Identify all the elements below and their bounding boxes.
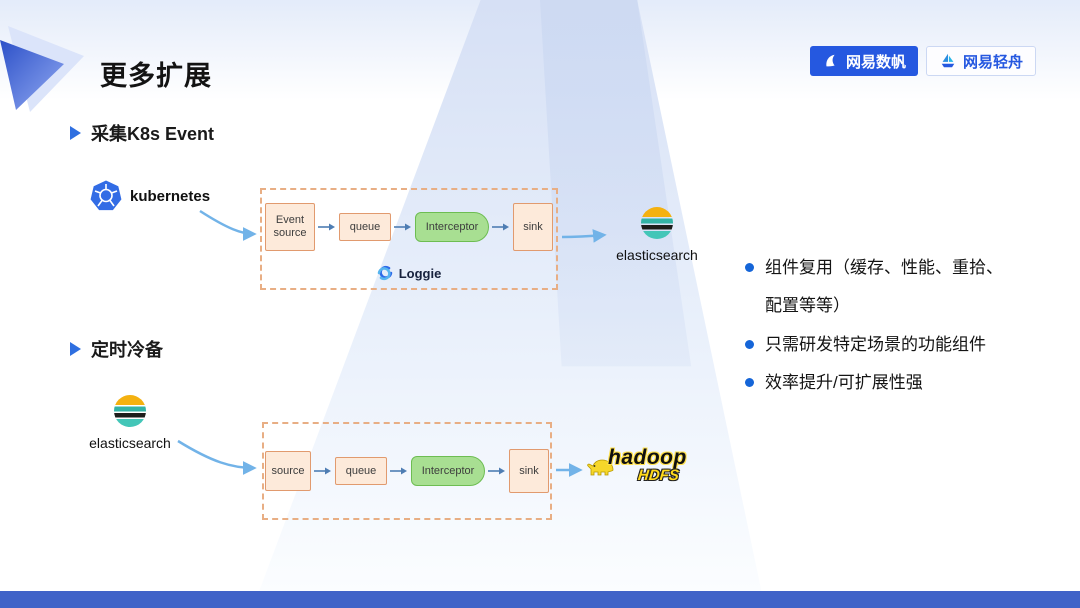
pipeline-box-2: source queue Interceptor sink xyxy=(262,422,552,520)
hadoop-label: hadoop xyxy=(608,446,687,469)
corner-decoration xyxy=(0,26,92,117)
kubernetes-label: kubernetes xyxy=(130,187,211,205)
bottom-bar xyxy=(0,591,1080,608)
flow-arrow-icon xyxy=(488,467,505,475)
hadoop-elephant-icon xyxy=(587,459,614,476)
component-sink: sink xyxy=(513,203,553,251)
elasticsearch-icon xyxy=(641,207,673,239)
component-interceptor: Interceptor xyxy=(411,456,485,486)
section-label-k8s-event: 采集K8s Event xyxy=(70,120,214,146)
triangle-bullet-icon xyxy=(70,126,81,140)
bullet-dot-icon xyxy=(745,339,754,349)
component-sink: sink xyxy=(509,449,549,493)
component-source: source xyxy=(265,451,311,491)
bullet-dot-icon xyxy=(745,263,754,272)
component-interceptor: Interceptor xyxy=(415,212,489,242)
qingzhou-logo-text: 网易轻舟 xyxy=(962,53,1023,71)
section-1-text: 采集K8s Event xyxy=(91,124,215,144)
page-title: 更多扩展 xyxy=(100,61,212,91)
flow-arrow-icon xyxy=(394,223,411,231)
shufan-sail-icon xyxy=(826,54,835,67)
header-logos: 网易数帆 网易轻舟 xyxy=(809,46,1036,76)
loggie-label: Loggie xyxy=(398,265,442,281)
qingzhou-boat-icon xyxy=(941,53,955,68)
triangle-bullet-icon xyxy=(70,342,81,356)
list-item: 只需研发特定场景的功能组件 xyxy=(745,326,1045,364)
elasticsearch-label: elasticsearch xyxy=(616,247,698,263)
pipeline-box-1: Event source queue Interceptor sink Logg… xyxy=(260,188,558,290)
shufan-logo-text: 网易数帆 xyxy=(845,53,906,71)
arrow-k8s-to-pipeline1 xyxy=(199,209,257,241)
component-event-source: Event source xyxy=(265,203,315,251)
pipeline-1-row: Event source queue Interceptor sink xyxy=(262,190,556,258)
qingzhou-logo-badge: 网易轻舟 xyxy=(925,46,1036,76)
flow-arrow-icon xyxy=(492,223,509,231)
bullet-text-2: 只需研发特定场景的功能组件 xyxy=(765,334,986,354)
bullet-dot-icon xyxy=(745,377,754,387)
component-queue: queue xyxy=(339,213,391,241)
list-item: 效率提升/可扩展性强 xyxy=(745,364,1045,402)
bullet-text-1: 组件复用（缓存、性能、重拾、配置等等） xyxy=(765,258,1003,316)
bullet-list: 组件复用（缓存、性能、重拾、配置等等） 只需研发特定场景的功能组件 效率提升/可… xyxy=(745,249,1045,402)
list-item: 组件复用（缓存、性能、重拾、配置等等） xyxy=(745,249,1045,326)
kubernetes-icon xyxy=(90,180,122,211)
flow-arrow-icon xyxy=(318,223,335,231)
corner-chevron-icon xyxy=(0,26,84,112)
section-label-cold-backup: 定时冷备 xyxy=(70,336,163,362)
component-queue: queue xyxy=(335,457,387,485)
kubernetes-logo: kubernetes xyxy=(90,180,210,212)
elasticsearch-logo-1: elasticsearch xyxy=(607,206,707,263)
flow-arrow-icon xyxy=(314,467,331,475)
section-2-text: 定时冷备 xyxy=(91,340,163,360)
hdfs-label: HDFS xyxy=(637,467,680,484)
elasticsearch-icon xyxy=(114,395,146,427)
arrow-es-to-pipeline2 xyxy=(177,439,257,475)
bullet-text-3: 效率提升/可扩展性强 xyxy=(765,372,923,392)
loggie-icon xyxy=(377,265,392,281)
elasticsearch-logo-2: elasticsearch xyxy=(80,394,180,451)
loggie-logo: Loggie xyxy=(262,258,556,288)
flow-arrow-icon xyxy=(390,467,407,475)
hadoop-logo: hadoop HDFS xyxy=(586,444,716,496)
shufan-logo-badge: 网易数帆 xyxy=(809,46,918,76)
elasticsearch-label: elasticsearch xyxy=(89,435,171,451)
